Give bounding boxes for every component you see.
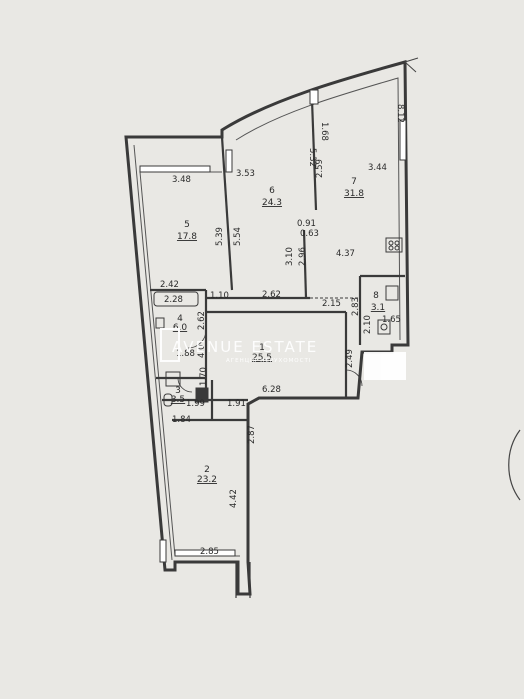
watermark: AVENUE ESTATE АГЕНЦІЯ НЕРУХОМОСТІ [160,328,406,380]
room-area-3: 3.5 [171,395,185,405]
watermark-title: AVENUE ESTATE [172,338,318,356]
window-r7 [399,119,407,161]
openings [205,297,360,312]
room-no-8: 8 [373,291,379,301]
left-wall-inner [133,144,173,561]
dim-r3-side: 1.84 [172,415,191,425]
room-no-6: 6 [269,186,275,196]
stove [385,237,403,253]
room-no-4: 4 [177,314,183,324]
dim-r2-bottom: 2.85 [200,547,219,557]
shower-r8 [377,319,391,335]
burner-2 [394,240,400,246]
dim-r4-lower: 1.88 [176,349,195,359]
dim-r4-side: 2.62 [197,311,207,330]
wall-r6-r7 [310,99,318,211]
kitchen-sink [385,285,399,301]
room-no-1: 1 [259,343,265,353]
column [195,387,209,403]
room-area-7: 31.8 [344,189,364,199]
corner-ticks [404,57,419,73]
interior-walls [150,99,405,422]
window-r5 [139,165,211,173]
windows [139,89,407,563]
dim-r7-mid: 2.59 [315,159,325,178]
window-r2 [174,549,236,557]
door-swing-hall [345,369,363,387]
room-no-3: 3 [175,386,181,396]
dim-r7-right: 8.12 [395,104,405,123]
dim-r2-depth: 4.42 [229,489,239,508]
burner-1 [388,240,394,246]
dim-r7-top-small: 1.68 [319,122,329,141]
room-area-6: 24.3 [262,198,282,208]
dim-r4-h: 4.0 [197,344,207,358]
dim-r7-depth: 4.37 [336,249,355,259]
dim-r6-bottom: 1.10 [210,291,229,301]
dim-r3-w2: 1.91 [227,399,246,409]
dimension-labels: 3.48 3.53 1.68 5.32 3.44 8.12 2.59 0.91 … [160,104,405,557]
dim-door-b: 0.63 [300,229,319,239]
outer-wall-outline [124,60,410,596]
dim-r8-h-b: 2.10 [363,315,373,334]
bathtub [153,291,199,307]
dim-r2-side: 2.87 [247,425,257,444]
room-area-1: 25.5 [252,353,272,363]
dim-r8-h-a: 2.83 [351,297,361,316]
edge-arc-decoration [508,429,521,501]
dim-corr-top: 2.62 [262,290,281,300]
dim-hall-bottom: 6.28 [262,385,281,395]
watermark-subtitle: АГЕНЦІЯ НЕРУХОМОСТІ [226,358,311,364]
room-area-4: 6.0 [173,323,188,333]
dim-hall-side: 2.49 [345,349,355,368]
burner-4 [394,245,400,251]
square-logo-icon [160,328,180,362]
outer-walls [124,60,410,596]
dim-door-a: 0.91 [297,219,316,229]
dim-r7-lower-b: 2.96 [298,247,308,266]
door-swing-r3 [177,377,193,393]
window-r2-side [159,539,167,563]
room-labels: 5 17.8 6 24.3 7 31.8 4 6.0 8 3.1 1 25.5 … [171,177,385,485]
washer-r4 [165,371,181,387]
room-area-8: 3.1 [371,303,385,313]
room-no-5: 5 [184,220,190,230]
dim-r3-small: 1.70 [199,367,209,386]
room-no-7: 7 [351,177,357,187]
burner-3 [388,245,394,251]
door-swings [177,329,363,393]
toilet-r3 [163,393,173,407]
drain-r8 [380,323,388,331]
wall-r5-r6 [220,136,234,291]
dim-r5-width: 3.48 [172,175,191,185]
dim-r5-height: 5.39 [215,227,225,246]
room-no-2: 2 [204,465,210,475]
dim-r6-width: 3.53 [236,169,255,179]
room-area-2: 23.2 [197,475,217,485]
window-r7-top [309,89,319,105]
dim-r8-w-b: 1.65 [382,315,401,325]
room-area-5: 17.8 [177,232,197,242]
dim-r7-top: 5.32 [307,148,317,167]
door-swing-r4 [187,329,207,349]
dim-r8-width: 2.15 [322,299,341,309]
dim-r6-height: 5.54 [233,227,243,246]
dim-r5-bottom: 2.42 [160,280,179,290]
dim-r3-w: 1.99 [186,399,205,409]
balcony [235,562,251,598]
window-r6 [225,149,233,173]
fixtures [153,237,403,407]
dim-r4-width: 2.28 [164,295,183,305]
dim-r7-width: 3.44 [368,163,387,173]
wall-r6-r7-lower [302,229,308,299]
dim-r7-lower-a: 3.10 [285,247,295,266]
watermark-white-patch [364,352,406,380]
